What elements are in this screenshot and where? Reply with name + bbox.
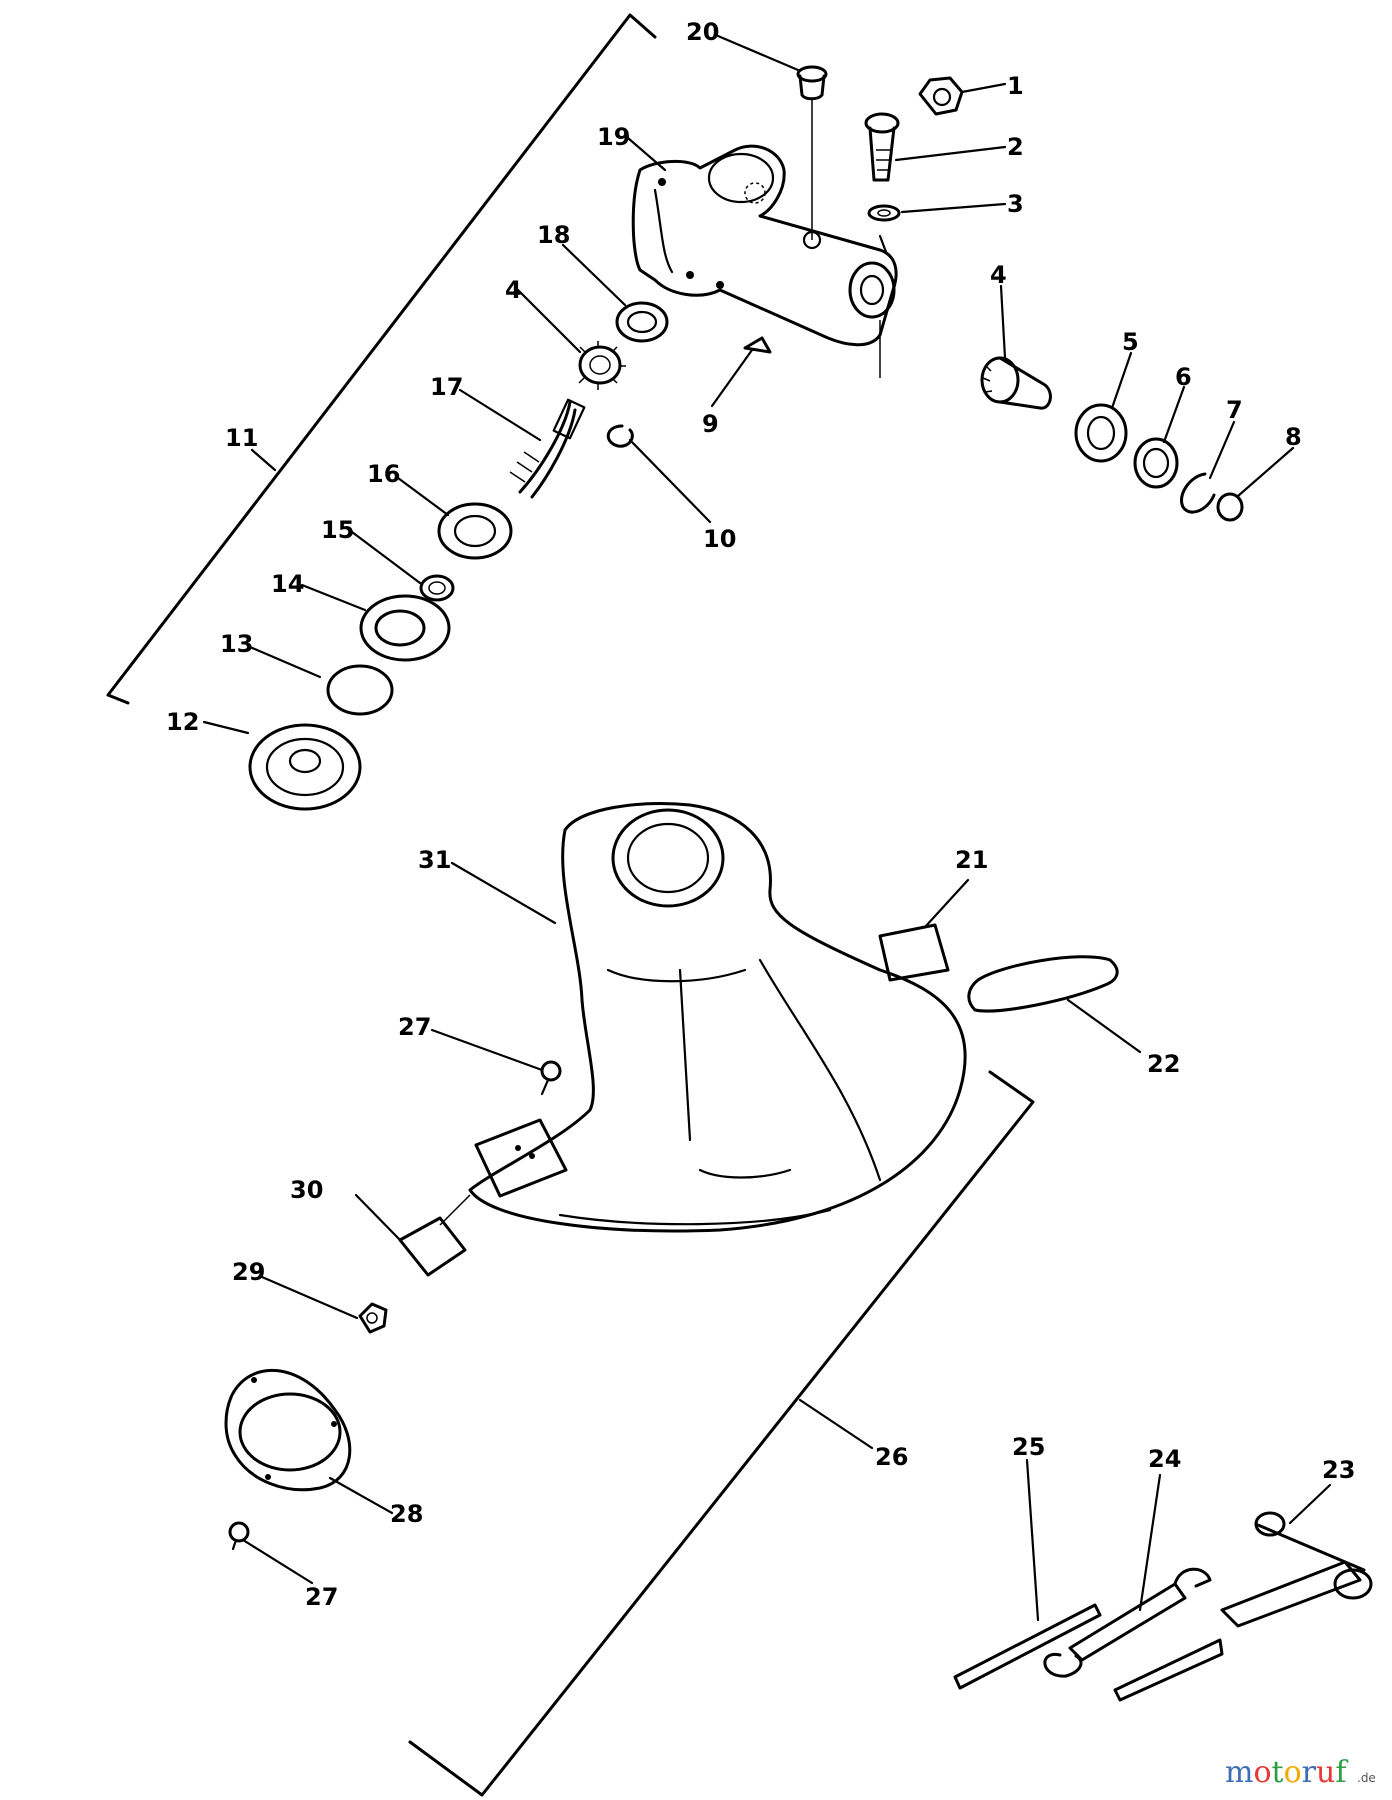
- callout-4-right: 4: [990, 261, 1007, 289]
- gasket-plate-28: [224, 1368, 352, 1492]
- nut-1: [918, 76, 964, 116]
- shaft-17: [509, 398, 586, 499]
- pinion-gear-4: [980, 356, 1052, 410]
- screw-27-lower: [228, 1521, 250, 1551]
- washer-3: [867, 204, 901, 222]
- gear-housing: [631, 100, 898, 378]
- callout-25: 25: [1012, 1433, 1045, 1461]
- watermark-logo: motoruf .de: [1225, 1755, 1376, 1790]
- callout-19: 19: [597, 123, 630, 151]
- callout-23: 23: [1322, 1456, 1355, 1484]
- callout-3: 3: [1007, 190, 1024, 218]
- callout-4-left: 4: [505, 276, 522, 304]
- screw-27-upper: [540, 1060, 562, 1096]
- shield-31: [468, 802, 967, 1233]
- callout-12: 12: [166, 708, 199, 736]
- callout-7: 7: [1226, 396, 1243, 424]
- assembly-bracket-11: [106, 13, 657, 705]
- bushing-15: [419, 574, 455, 602]
- callout-31: 31: [418, 846, 451, 874]
- watermark-letter: u: [1316, 1755, 1335, 1790]
- nut-29: [358, 1302, 388, 1334]
- watermark-letter: f: [1335, 1755, 1348, 1790]
- callout-17: 17: [430, 373, 463, 401]
- callout-13: 13: [220, 630, 253, 658]
- callout-9: 9: [702, 410, 719, 438]
- oil-seal-14: [359, 594, 451, 662]
- bearing-18: [615, 301, 669, 343]
- callout-14: 14: [271, 570, 304, 598]
- bearing-6: [1133, 437, 1179, 489]
- watermark-letter: o: [1253, 1755, 1271, 1790]
- bolt-20: [796, 65, 828, 101]
- callout-1: 1: [1007, 72, 1024, 100]
- callout-16: 16: [367, 460, 400, 488]
- callout-27-lower: 27: [305, 1583, 338, 1611]
- holder-12: [248, 723, 362, 811]
- clip-10: [606, 424, 634, 448]
- leader-lines: [202, 34, 1332, 1622]
- assembly-bracket-26: [408, 1070, 1035, 1797]
- callout-24: 24: [1148, 1445, 1181, 1473]
- callout-18: 18: [537, 221, 570, 249]
- watermark-suffix: .de: [1357, 1771, 1376, 1785]
- bearing-16: [437, 502, 513, 560]
- key-9: [743, 336, 772, 354]
- watermark-letter: o: [1284, 1755, 1302, 1790]
- plate-22: [967, 955, 1119, 1013]
- callout-21: 21: [955, 846, 988, 874]
- callout-11: 11: [225, 424, 258, 452]
- plate-21: [878, 923, 950, 982]
- ring-13: [326, 664, 394, 716]
- gear-4-left: [578, 341, 626, 390]
- callout-29: 29: [232, 1258, 265, 1286]
- ring-8: [1216, 492, 1244, 522]
- callout-8: 8: [1285, 423, 1302, 451]
- svg-text:motoruf: motoruf: [1225, 1755, 1348, 1790]
- bolt-2: [864, 112, 900, 182]
- watermark-letter: t: [1272, 1755, 1284, 1790]
- bracket-30: [398, 1118, 568, 1277]
- callout-15: 15: [321, 516, 354, 544]
- callout-20: 20: [686, 18, 719, 46]
- socket-wrench-23: [1220, 1511, 1373, 1628]
- callout-5: 5: [1122, 328, 1139, 356]
- callout-28: 28: [390, 1500, 423, 1528]
- watermark-letter: m: [1225, 1755, 1253, 1790]
- snap-ring-7: [1180, 472, 1216, 514]
- callout-30: 30: [290, 1176, 323, 1204]
- callout-labels: 20 1 2 3 4 5 6 7 8 9 10 11 12 13 14 15 1…: [166, 18, 1355, 1611]
- callout-22: 22: [1147, 1050, 1180, 1078]
- watermark-letter: r: [1302, 1755, 1317, 1790]
- callout-10: 10: [703, 525, 736, 553]
- rod-25: [953, 1603, 1102, 1690]
- callout-26: 26: [875, 1443, 908, 1471]
- callout-27-upper: 27: [398, 1013, 431, 1041]
- wrench-24: [1043, 1567, 1224, 1702]
- bearing-5: [1074, 403, 1128, 463]
- callout-6: 6: [1175, 363, 1192, 391]
- callout-2: 2: [1007, 133, 1024, 161]
